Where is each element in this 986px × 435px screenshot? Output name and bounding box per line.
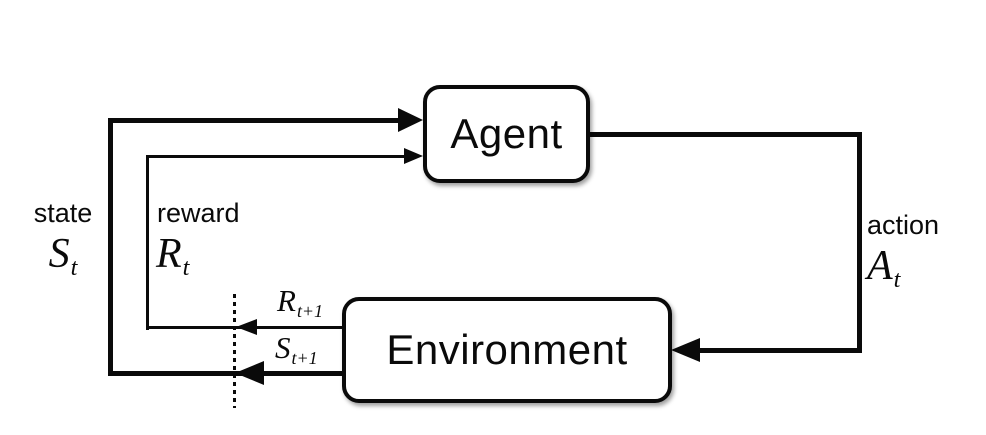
time-step-boundary-dashed-line — [233, 294, 236, 408]
action-word-label: action — [867, 210, 940, 240]
reward-word-label: reward — [157, 198, 240, 228]
reward-line-vertical — [146, 155, 149, 330]
environment-box: Environment — [342, 297, 672, 403]
reward-into-agent-arrowhead-icon — [404, 148, 423, 164]
next-state-arrowhead-icon — [235, 361, 264, 385]
state-line-vertical — [108, 118, 113, 376]
state-word-label: state — [33, 198, 93, 228]
next-state-symbol: St+1 — [275, 330, 318, 367]
action-line-vertical — [857, 132, 862, 353]
next-state-line-horizontal — [108, 371, 342, 376]
action-symbol: At — [867, 243, 900, 291]
state-into-agent-arrowhead-icon — [398, 108, 423, 132]
reward-line-top-horizontal — [146, 155, 404, 158]
action-line-top-horizontal — [590, 132, 862, 137]
environment-box-label: Environment — [386, 326, 628, 373]
action-symbol-subscript: t — [893, 265, 901, 293]
action-line-bottom-horizontal — [700, 348, 862, 353]
state-symbol: St — [18, 231, 108, 279]
next-reward-symbol-base: R — [277, 283, 296, 318]
state-symbol-subscript: t — [70, 253, 78, 281]
next-state-symbol-base: S — [275, 330, 291, 365]
agent-box-label: Agent — [450, 110, 563, 157]
next-reward-arrowhead-icon — [236, 319, 257, 335]
next-state-symbol-subscript: t+1 — [291, 347, 318, 368]
state-symbol-base: S — [48, 231, 70, 277]
reward-symbol-base: R — [156, 231, 182, 277]
state-line-top-horizontal — [108, 118, 400, 123]
action-symbol-base: A — [867, 243, 893, 289]
reward-symbol-subscript: t — [182, 253, 190, 281]
action-into-environment-arrowhead-icon — [671, 338, 700, 362]
next-reward-symbol: Rt+1 — [277, 283, 323, 320]
next-reward-symbol-subscript: t+1 — [296, 300, 324, 321]
agent-box: Agent — [423, 85, 590, 183]
reward-symbol: Rt — [156, 231, 189, 279]
